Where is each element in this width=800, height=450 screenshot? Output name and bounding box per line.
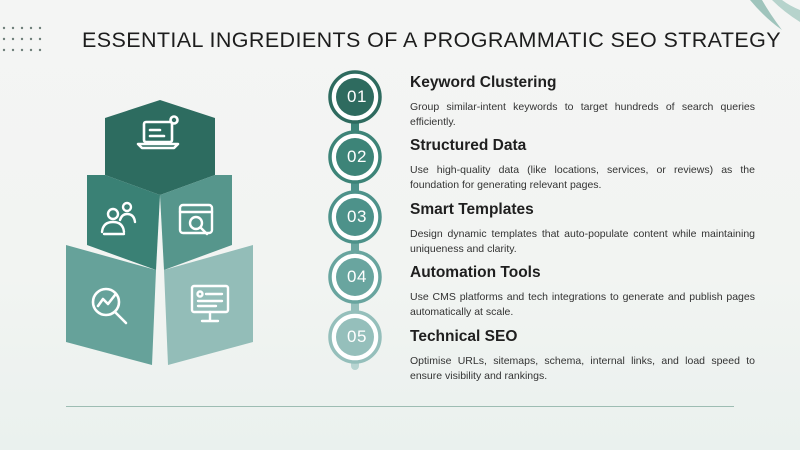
step-description: Optimise URLs, sitemaps, schema, interna…: [410, 355, 755, 382]
page-title: ESSENTIAL INGREDIENTS OF A PROGRAMMATIC …: [82, 28, 781, 52]
analytics-icon: [91, 287, 128, 325]
dot-grid-decoration: [2, 26, 42, 52]
middle-right-panel: [160, 175, 232, 270]
step-item-technical-seo: Technical SEO Optimise URLs, sitemaps, s…: [410, 328, 755, 384]
step-heading: Smart Templates: [410, 201, 534, 218]
step-number-5: 05: [347, 327, 367, 346]
laptop-icon: [136, 115, 180, 150]
step-item-smart-templates: Smart Templates Design dynamic templates…: [410, 201, 755, 257]
step-timeline: [328, 70, 382, 370]
middle-left-panel: [87, 175, 160, 270]
step-heading: Keyword Clustering: [410, 74, 557, 91]
step-heading: Structured Data: [410, 137, 527, 154]
step-item-automation-tools: Automation Tools Use CMS platforms and t…: [410, 264, 755, 320]
users-icon: [100, 201, 137, 236]
step-description: Use CMS platforms and tech integrations …: [410, 291, 755, 318]
swoosh-decoration: [750, 0, 800, 30]
dashboard-monitor-icon: [190, 284, 230, 323]
step-item-keyword-clustering: Keyword Clustering Group similar-intent …: [410, 74, 755, 130]
ingredients-illustration: [66, 100, 253, 365]
bottom-divider: [66, 406, 734, 407]
step-description: Group similar-intent keywords to target …: [410, 101, 755, 128]
step-description: Design dynamic templates that auto-popul…: [410, 228, 755, 255]
step-heading: Technical SEO: [410, 328, 518, 345]
step-number-4: 04: [347, 267, 367, 286]
step-number-1: 01: [347, 87, 367, 106]
bottom-left-panel: [66, 245, 156, 365]
step-description: Use high-quality data (like locations, s…: [410, 164, 755, 191]
web-search-icon: [178, 203, 214, 236]
step-number-2: 02: [347, 147, 367, 166]
step-heading: Automation Tools: [410, 264, 541, 281]
step-item-structured-data: Structured Data Use high-quality data (l…: [410, 137, 755, 193]
step-number-3: 03: [347, 207, 367, 226]
